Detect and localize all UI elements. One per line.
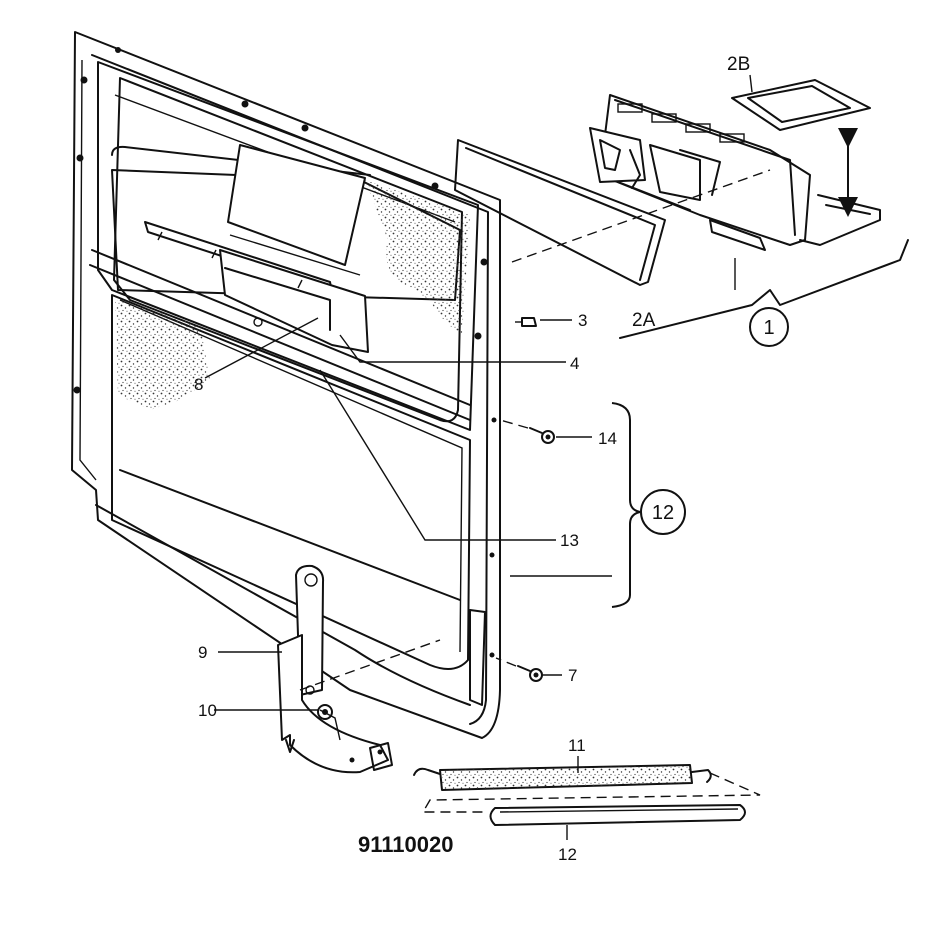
callout-1: 1: [763, 317, 774, 339]
callout-8: 9: [198, 643, 207, 662]
hinge-assembly: [277, 564, 441, 774]
callout-9: 10: [198, 701, 217, 720]
callout-12: 12: [652, 502, 674, 524]
callout-1-circle: 1: [749, 307, 789, 347]
callout-12-circle: 12: [640, 489, 686, 535]
spring: [413, 764, 761, 813]
callout-13: 13: [560, 531, 579, 550]
callout-14: 14: [598, 429, 617, 448]
callout-10: 11: [568, 736, 586, 755]
drawing-number: 91110020: [358, 832, 453, 857]
callout-2a: 2A: [632, 310, 656, 331]
callout-3: 3: [578, 311, 587, 330]
callout-4: 4: [570, 354, 579, 373]
screw-3: [515, 317, 537, 327]
screw-14: [499, 419, 555, 444]
callout-6: 7: [568, 666, 577, 685]
screw-6: [495, 657, 543, 682]
callout-2b: 2B: [727, 54, 750, 75]
callout-7: 8: [194, 375, 203, 394]
leader-lines: [204, 74, 753, 840]
rod: [489, 804, 746, 826]
callout-labels: 3 4 8 14 13 7 9 10 11 12 2B 2A 1 12 9111…: [194, 54, 789, 864]
callout-11: 12: [558, 845, 577, 864]
door-panel: [71, 31, 501, 739]
control-assembly: [454, 79, 909, 339]
